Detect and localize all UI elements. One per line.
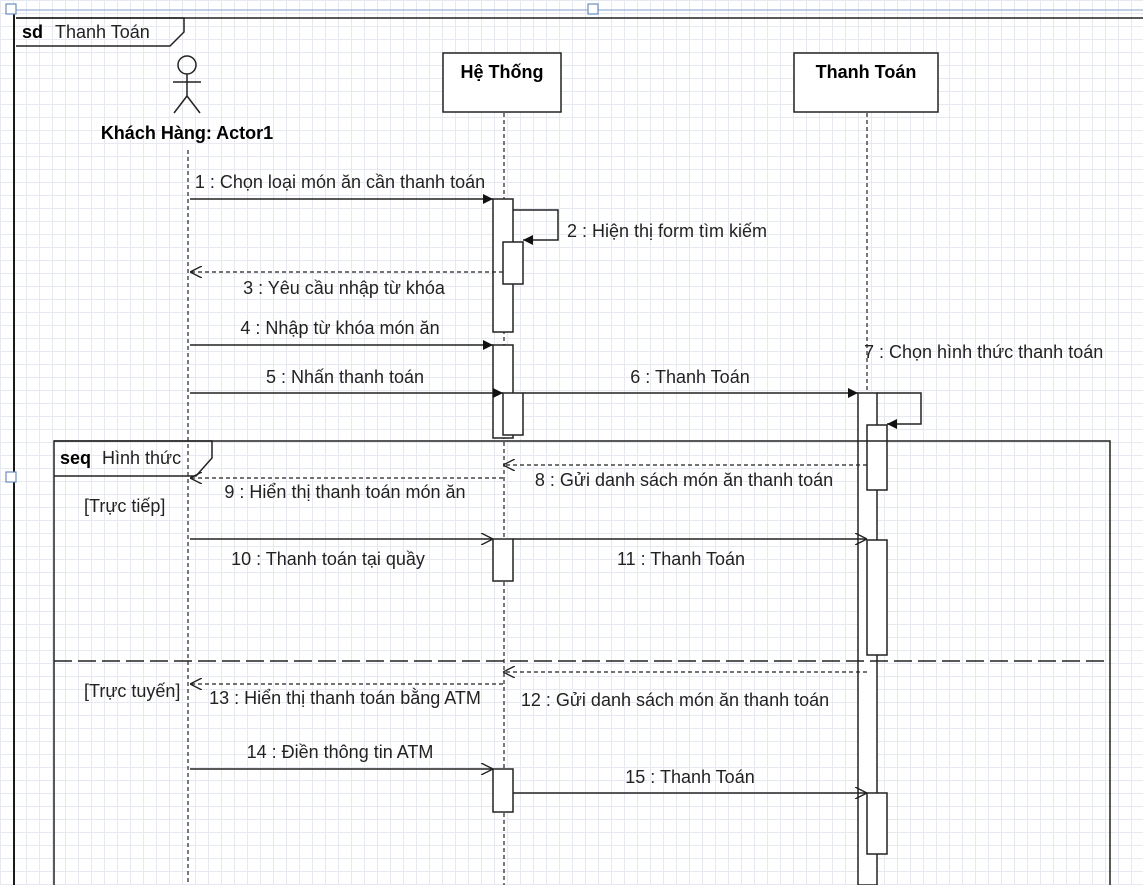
message-6[interactable]: 6 : Thanh Toán <box>523 367 858 398</box>
sd-keyword: sd <box>22 22 43 42</box>
activation-bar[interactable] <box>866 792 888 855</box>
resize-handle-left[interactable] <box>5 471 17 483</box>
activation-bar[interactable] <box>492 538 514 582</box>
activation-bar[interactable] <box>492 768 514 813</box>
message-6-label: 6 : Thanh Toán <box>630 367 749 387</box>
seq-fragment[interactable]: seq Hình thức [Trực tiếp] [Trực tuyến] <box>53 440 1111 885</box>
message-2-label: 2 : Hiện thị form tìm kiếm <box>567 221 767 241</box>
stick-figure-icon <box>173 55 201 114</box>
actor-label: Khách Hàng: Actor1 <box>101 123 273 143</box>
lifeline-he-thong-label: Hệ Thống <box>461 62 544 82</box>
activation-bar[interactable] <box>502 241 524 285</box>
seq-keyword: seq <box>60 448 91 468</box>
message-1-label: 1 : Chọn loại món ăn cần thanh toán <box>195 172 485 192</box>
message-2[interactable]: 2 : Hiện thị form tìm kiếm <box>513 209 767 245</box>
resize-handle-top[interactable] <box>587 3 599 15</box>
message-3[interactable]: 3 : Yêu cầu nhập từ khóa <box>190 272 503 298</box>
lifeline-thanh-toan[interactable]: Thanh Toán <box>793 52 939 113</box>
message-7-label: 7 : Chọn hình thức thanh toán <box>864 342 1103 362</box>
message-11[interactable]: 11 : Thanh Toán <box>513 539 867 569</box>
message-12[interactable]: 12 : Gửi danh sách món ăn thanh toán <box>503 672 867 710</box>
selection-outline[interactable] <box>5 3 1143 885</box>
message-3-label: 3 : Yêu cầu nhập từ khóa <box>243 278 446 298</box>
message-10[interactable]: 10 : Thanh toán tại quầy <box>190 539 493 569</box>
activation-bar[interactable] <box>502 392 524 436</box>
lifeline-thanh-toan-label: Thanh Toán <box>816 62 917 82</box>
message-14-label: 14 : Điền thông tin ATM <box>247 742 434 762</box>
message-10-label: 10 : Thanh toán tại quầy <box>231 549 425 569</box>
message-5[interactable]: 5 : Nhấn thanh toán <box>190 367 503 398</box>
message-8[interactable]: 8 : Gửi danh sách món ăn thanh toán <box>503 465 867 490</box>
message-12-label: 12 : Gửi danh sách món ăn thanh toán <box>521 690 829 710</box>
message-9-label: 9 : Hiển thị thanh toán món ăn <box>224 482 465 502</box>
lifeline-he-thong[interactable]: Hệ Thống <box>442 52 562 113</box>
message-5-label: 5 : Nhấn thanh toán <box>266 367 424 387</box>
seq-fragment-title: Hình thức <box>102 448 181 468</box>
message-9[interactable]: 9 : Hiển thị thanh toán món ăn <box>190 478 503 502</box>
resize-handle-top-left[interactable] <box>5 3 17 15</box>
activation-bar[interactable] <box>866 424 888 491</box>
guard-truc-tuyen: [Trực tuyến] <box>84 681 180 701</box>
message-14[interactable]: 14 : Điền thông tin ATM <box>190 742 493 769</box>
message-15[interactable]: 15 : Thanh Toán <box>513 767 867 793</box>
actor-khach-hang[interactable]: Khách Hàng: Actor1 <box>101 55 273 143</box>
sd-frame-title: Thanh Toán <box>55 22 150 42</box>
message-8-label: 8 : Gửi danh sách món ăn thanh toán <box>535 470 833 490</box>
message-1[interactable]: 1 : Chọn loại món ăn cần thanh toán <box>190 172 493 204</box>
guard-truc-tiep: [Trực tiếp] <box>84 496 165 516</box>
message-7[interactable]: 7 : Chọn hình thức thanh toán <box>864 342 1103 429</box>
message-4-label: 4 : Nhập từ khóa món ăn <box>240 318 439 338</box>
message-11-label: 11 : Thanh Toán <box>617 549 745 569</box>
sd-frame[interactable]: sd Thanh Toán <box>16 17 1143 47</box>
seq-fragment-tab <box>54 440 213 477</box>
message-15-label: 15 : Thanh Toán <box>625 767 754 787</box>
sd-frame-tab <box>16 17 185 47</box>
activation-bar[interactable] <box>866 539 888 656</box>
message-13-label: 13 : Hiển thị thanh toán bằng ATM <box>209 687 481 708</box>
message-13[interactable]: 13 : Hiển thị thanh toán bằng ATM <box>190 684 503 708</box>
message-4[interactable]: 4 : Nhập từ khóa món ăn <box>190 318 493 350</box>
